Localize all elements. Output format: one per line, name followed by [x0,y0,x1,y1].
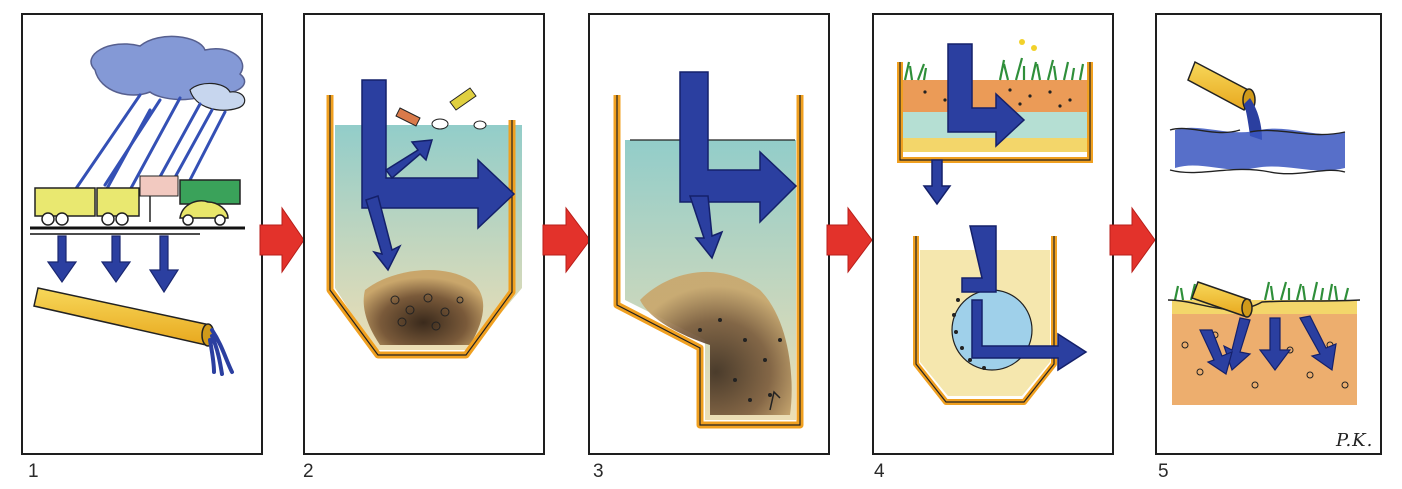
step-arrow-1 [260,208,304,272]
panel-5 [1156,14,1381,454]
panel-3 [589,14,829,454]
panel-number-5: 5 [1158,462,1169,481]
step-arrow-4 [1110,208,1155,272]
panel-number-2: 2 [303,462,314,481]
panel-number-3: 3 [593,462,604,481]
step-arrow-3 [827,208,872,272]
panel-1 [22,14,262,454]
artist-signature: P.K. [1336,430,1373,451]
sediment-layer [364,270,484,345]
panel-number-1: 1 [28,462,39,481]
panel-2 [304,14,544,454]
panel-4 [873,14,1113,454]
panel-number-4: 4 [874,462,885,481]
step-arrow-2 [543,208,590,272]
